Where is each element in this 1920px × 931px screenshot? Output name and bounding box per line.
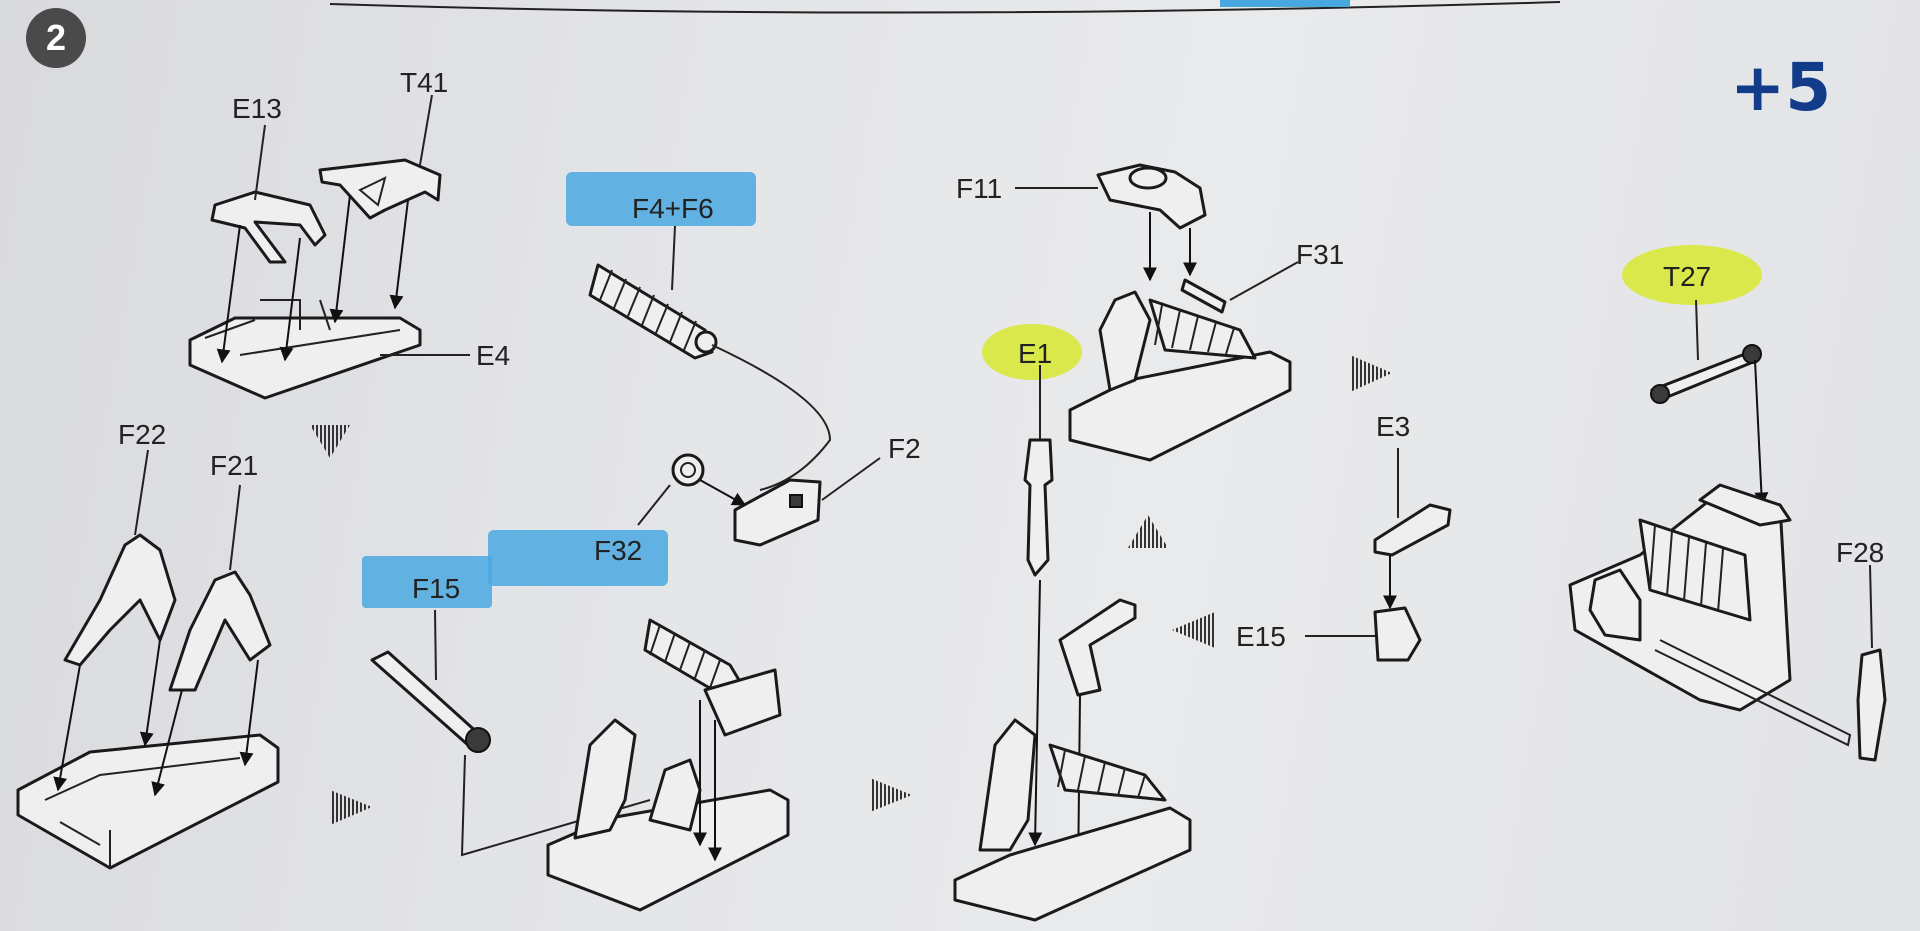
leader-f28: [1869, 564, 1873, 649]
assembly-group-f4-f6: F4+F6 F2 F32: [488, 172, 921, 586]
flow-arrow-left: [1172, 612, 1215, 648]
arrow-f32: [699, 479, 747, 506]
assembly-group-f15: F15: [362, 556, 790, 912]
part-f31: [1180, 278, 1227, 314]
leader-f21: [229, 484, 241, 571]
part-t41-cutout: [358, 176, 387, 207]
label-e1: E1: [1018, 338, 1052, 369]
arrow-e13-2: [279, 237, 301, 362]
highlight-t27: [1622, 245, 1762, 305]
part-t27-end-a: [1650, 384, 1670, 404]
assembly-group-e4: E13 T41 E4: [188, 67, 510, 400]
label-t27: T27: [1663, 261, 1711, 292]
label-f2: F2: [888, 433, 921, 464]
part-f15-end: [465, 727, 491, 753]
part-f32: [671, 453, 705, 487]
label-f21: F21: [210, 450, 258, 481]
flow-arrow-up: [1128, 515, 1168, 548]
part-t27-end-b: [1742, 344, 1762, 364]
leader-f2: [821, 457, 881, 501]
leader-f4f6: [671, 225, 676, 291]
leader-f4f6-to-f2: [711, 344, 832, 491]
flow-arrow-down: [310, 425, 350, 458]
assembly-group-t27: T27 F28: [1568, 245, 1887, 762]
part-e3: [1373, 503, 1452, 557]
label-f31: F31: [1296, 239, 1344, 270]
leader-f15: [434, 609, 437, 681]
part-f2-hole: [789, 494, 803, 508]
blue-tab-mark: [1220, 0, 1350, 7]
leader-t41: [419, 94, 433, 166]
label-f11: F11: [956, 173, 1002, 204]
part-f4f6-spring: [588, 263, 718, 360]
assembly-e1-unit: [953, 718, 1192, 922]
label-f28: F28: [1836, 537, 1884, 568]
arrow-f22-1: [53, 664, 81, 792]
label-f32: F32: [594, 535, 642, 566]
highlight-e1: [982, 324, 1082, 380]
arrow-e13-1: [216, 224, 241, 364]
flow-arrow-right-1: [330, 790, 372, 825]
assembly-group-f11: F11 F31 E1 E3 E15: [953, 163, 1452, 922]
arrow-f22-2: [139, 639, 161, 747]
label-f15: F15: [412, 573, 460, 604]
part-f15-rod: [370, 650, 482, 747]
step-number: 2: [46, 17, 66, 58]
part-e13: [210, 190, 327, 264]
leader-e13: [254, 124, 266, 201]
highlight-f15: [362, 556, 492, 608]
part-base-2: [16, 733, 280, 870]
highlight-f32: [488, 530, 668, 586]
flow-arrow-right-2: [870, 778, 912, 812]
label-f22: F22: [118, 419, 166, 450]
assembly-f11-unit: [1068, 290, 1292, 462]
leader-f32: [637, 484, 671, 526]
part-t41: [318, 158, 442, 220]
part-f21: [168, 570, 272, 692]
label-f4f6: F4+F6: [632, 193, 714, 224]
assembly-group-f21-f22: F22 F21: [16, 419, 280, 870]
label-e4: E4: [476, 340, 510, 371]
part-e4-detail: [204, 299, 401, 356]
part-f28: [1856, 648, 1887, 762]
handwritten-note: +5: [1730, 49, 1831, 126]
label-e15: E15: [1236, 621, 1286, 652]
arrow-f21-1: [151, 689, 183, 797]
part-f2: [733, 478, 822, 547]
arrow-t27: [1754, 359, 1769, 507]
part-f22: [63, 533, 177, 667]
part-lever-sub: [1058, 598, 1137, 697]
leader-f22: [134, 449, 149, 536]
leader-f31: [1229, 261, 1299, 301]
page-border-line: [329, 1, 1561, 14]
part-base-2-detail: [44, 757, 241, 868]
part-e4-base: [188, 316, 422, 400]
flow-arrow-right-3: [1350, 355, 1392, 392]
part-f11-cap: [1128, 166, 1168, 190]
label-t41: T41: [400, 67, 448, 98]
step-badge: 2: [26, 8, 86, 68]
arrow-e1: [1028, 579, 1043, 847]
arrow-f21-2: [239, 659, 259, 767]
leader-t27: [1695, 299, 1699, 361]
part-e1-shaft: [1023, 438, 1054, 577]
assembly-f15-unit: [546, 618, 790, 912]
highlight-f4f6: [566, 172, 756, 226]
part-f32-inner: [680, 462, 696, 478]
part-e15: [1373, 606, 1422, 662]
label-e13: E13: [232, 93, 282, 124]
assembly-final-unit: [1568, 483, 1852, 747]
arrow-t41-2: [389, 199, 409, 310]
label-e3: E3: [1376, 411, 1410, 442]
arrow-t41-1: [329, 194, 351, 324]
